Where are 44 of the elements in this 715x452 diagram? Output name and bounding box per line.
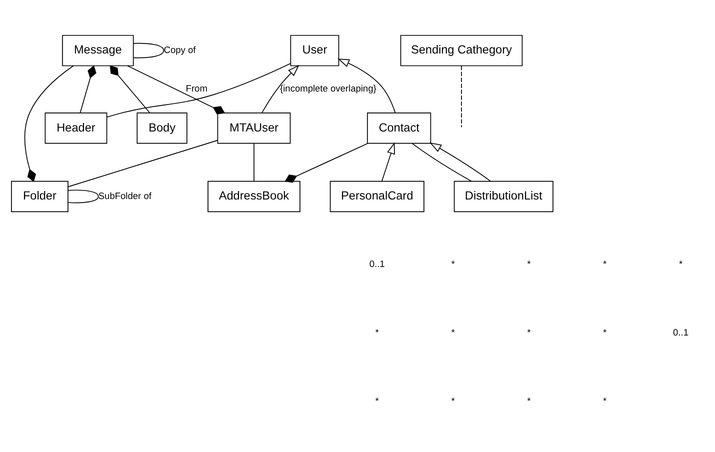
label: * xyxy=(527,327,531,338)
connector xyxy=(127,65,226,114)
label: * xyxy=(451,396,455,406)
node-box: Folder xyxy=(11,180,68,212)
arrow xyxy=(381,142,395,182)
connector xyxy=(80,65,96,114)
node-box: Body xyxy=(136,112,188,144)
label: * xyxy=(375,396,379,406)
node-box: MTAUser xyxy=(217,112,291,144)
arrow xyxy=(338,58,396,114)
label: * xyxy=(678,259,683,270)
node-box: Header xyxy=(44,112,108,144)
node-box: Contact xyxy=(366,112,432,144)
label: * xyxy=(603,396,607,406)
connector xyxy=(133,42,164,58)
label: * xyxy=(603,259,607,270)
edge-label: {incomplete overlaping} xyxy=(280,84,376,94)
connector xyxy=(106,63,291,118)
edge-label: SubFolder of xyxy=(98,190,152,201)
edge-label: From xyxy=(186,84,208,94)
node-box: PersonalCard xyxy=(330,180,424,212)
connector xyxy=(110,65,150,114)
connector xyxy=(24,65,74,182)
node-box: AddressBook xyxy=(208,180,300,212)
node-box: DistributionList xyxy=(454,180,554,212)
connector xyxy=(412,143,472,182)
label: * xyxy=(527,396,531,406)
label: * xyxy=(451,327,455,338)
label: 0..1 xyxy=(369,259,385,270)
node-box: Message xyxy=(62,34,134,66)
label: * xyxy=(375,327,379,338)
edge-label: Copy of xyxy=(164,44,196,55)
connector xyxy=(68,140,218,188)
label: * xyxy=(603,327,607,338)
node-box: User xyxy=(290,34,340,66)
node-box: Sending Cathegory xyxy=(400,34,523,66)
arrow xyxy=(430,142,492,182)
connector xyxy=(461,66,462,128)
arrow xyxy=(261,64,300,114)
label: 0..1 xyxy=(673,327,688,338)
connector xyxy=(284,143,368,183)
label: * xyxy=(527,259,531,270)
label: * xyxy=(451,259,455,270)
connector xyxy=(68,190,99,204)
